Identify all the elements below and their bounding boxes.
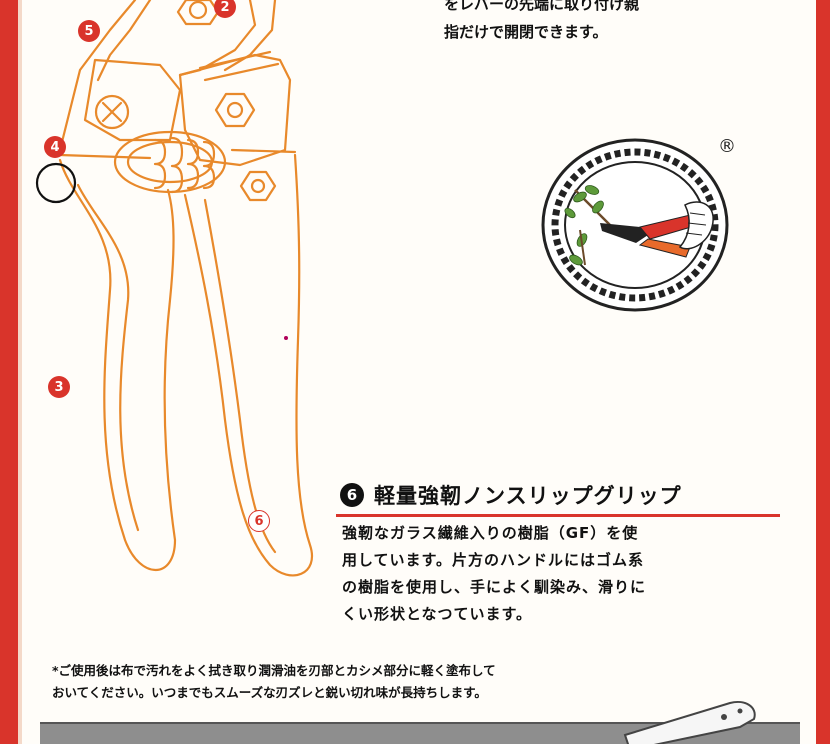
section-6-heading: 6 軽量強靭ノンスリップグリップ (340, 478, 780, 512)
section-number-badge: 6 (340, 483, 364, 507)
care-note-line-1: *ご使用後は布で汚れをよく拭き取り潤滑油を刃部とカシメ部分に軽く塗布して (52, 663, 496, 678)
callout-5: 5 (78, 20, 100, 42)
callout-3: 3 (48, 376, 70, 398)
care-note-line-2: おいてください。いつまでもスムーズな刃ズレと鋭い切れ味が長持ちします。 (52, 685, 487, 700)
pruning-shears-diagram (35, 0, 313, 577)
section-body: 強靭なガラス繊維入りの樹脂（GF）を使 用しています。片方のハンドルにはゴム系 … (342, 520, 782, 628)
callout-6: 6 (248, 510, 270, 532)
care-note: *ご使用後は布で汚れをよく拭き取り潤滑油を刃部とカシメ部分に軽く塗布して おいて… (52, 660, 772, 704)
top-text-line-2: 指だけで開閉できます。 (444, 23, 608, 41)
right-red-border (816, 0, 830, 744)
top-description-text: をレバーの先端に取り付け親 指だけで開閉できます。 (444, 0, 774, 46)
top-text-line-1: をレバーの先端に取り付け親 (444, 0, 640, 13)
section-body-line-2: 用しています。片方のハンドルにはゴム系 (342, 551, 645, 569)
left-border-highlight (18, 0, 22, 744)
ink-speck (284, 336, 288, 340)
section-body-line-1: 強靭なガラス繊維入りの樹脂（GF）を使 (342, 524, 639, 542)
callout-4: 4 (44, 136, 66, 158)
left-red-border (0, 0, 18, 744)
meander-border (541, 138, 729, 312)
brand-logo-emblem (541, 138, 729, 312)
blade-illustration (623, 701, 756, 744)
branch-with-leaves (564, 185, 611, 266)
section-divider (336, 514, 780, 517)
section-body-line-4: くい形状となつています。 (342, 605, 533, 623)
shears-in-hand (600, 201, 714, 258)
bottom-gray-panel (40, 722, 800, 744)
section-title: 軽量強靭ノンスリップグリップ (374, 484, 682, 508)
registered-mark: ® (718, 136, 736, 157)
callout-2: 2 (214, 0, 236, 18)
section-body-line-3: の樹脂を使用し、手によく馴染み、滑りに (342, 578, 647, 596)
